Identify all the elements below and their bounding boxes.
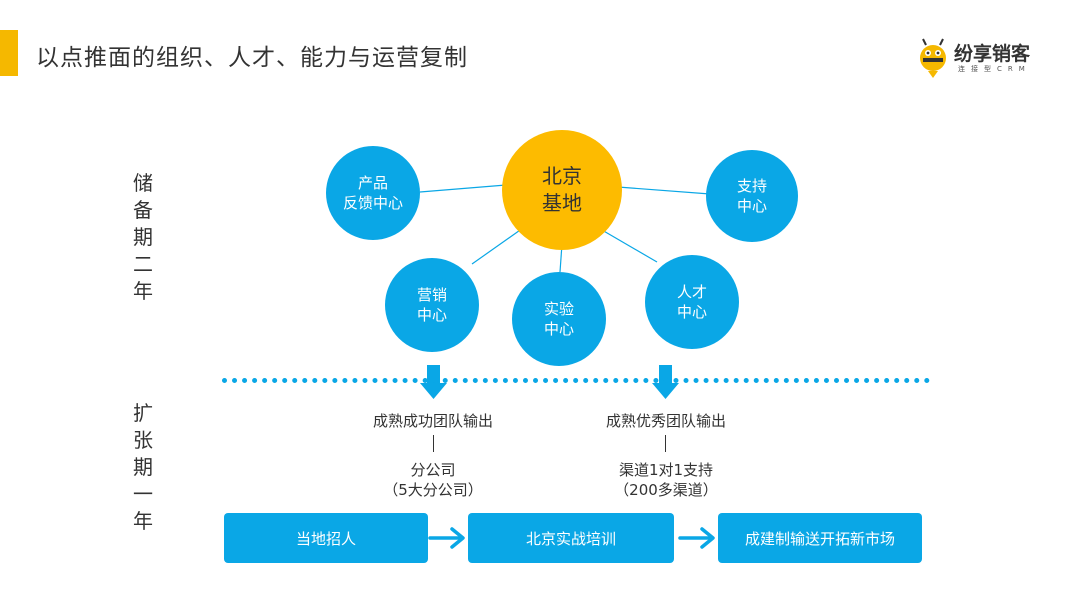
- output-left-title: 成熟成功团队输出: [372, 412, 493, 430]
- circle-label: 人才 中心: [676, 283, 707, 321]
- bee-mascot-icon: [920, 38, 946, 78]
- connector-feedback: [419, 184, 507, 193]
- circle-marketing-center: 营销 中心: [385, 258, 479, 352]
- stage-label-expansion: 扩 张 期 一 年: [130, 400, 156, 535]
- circle-label: 产品 反馈中心: [342, 174, 403, 212]
- circle-label: 营销 中心: [416, 286, 447, 324]
- circle-beijing-base: 北京 基地: [502, 130, 622, 250]
- output-right-connector: [665, 435, 666, 452]
- title-accent-bar: [0, 30, 18, 76]
- flow-arrow-1: [450, 527, 465, 549]
- logo-name: 纷享销客: [954, 43, 1031, 65]
- flow-step-local-hiring: 当地招人: [224, 513, 428, 563]
- flow-arrow-2: [700, 527, 715, 549]
- connector-marketing: [471, 227, 524, 265]
- output-right-detail: 渠道1对1支持 （200多渠道）: [614, 461, 718, 499]
- stage-label-char: 备: [133, 198, 153, 222]
- stage-label-char: 二: [133, 252, 153, 276]
- stage-label-reserve: 储 备 期 二 年: [130, 170, 156, 305]
- output-left-connector: [433, 435, 434, 452]
- output-left-detail: 分公司 （5大分公司）: [383, 461, 483, 499]
- brand-logo: 纷享销客 连接型CRM: [914, 38, 1064, 80]
- connector-support: [617, 186, 711, 195]
- flow-step-new-market: 成建制输送开拓新市场: [718, 513, 922, 563]
- stage-label-char: 期: [133, 455, 153, 479]
- hub-label: 北京 基地: [542, 164, 582, 215]
- circle-talent-center: 人才 中心: [645, 255, 739, 349]
- page-title: 以点推面的组织、人才、能力与运营复制: [36, 45, 468, 71]
- circle-label: 支持 中心: [736, 177, 767, 215]
- stage-label-char: 年: [133, 279, 153, 303]
- stage-label-char: 储: [133, 171, 153, 195]
- flow-step-beijing-training: 北京实战培训: [468, 513, 674, 563]
- stage-label-char: 扩: [133, 401, 153, 425]
- stage-label-char: 一: [133, 482, 153, 506]
- stage-label-char: 张: [133, 428, 153, 452]
- stage-divider: [222, 378, 930, 383]
- stage-label-char: 年: [133, 509, 153, 533]
- logo-tagline: 连接型CRM: [958, 65, 1031, 73]
- output-right-title: 成熟优秀团队输出: [605, 412, 726, 430]
- circle-product-feedback-center: 产品 反馈中心: [326, 146, 420, 240]
- circle-label: 实验 中心: [543, 300, 574, 338]
- circle-support-center: 支持 中心: [706, 150, 798, 242]
- circle-lab-center: 实验 中心: [512, 272, 606, 366]
- stage-label-char: 期: [133, 225, 153, 249]
- connector-talent: [601, 229, 658, 263]
